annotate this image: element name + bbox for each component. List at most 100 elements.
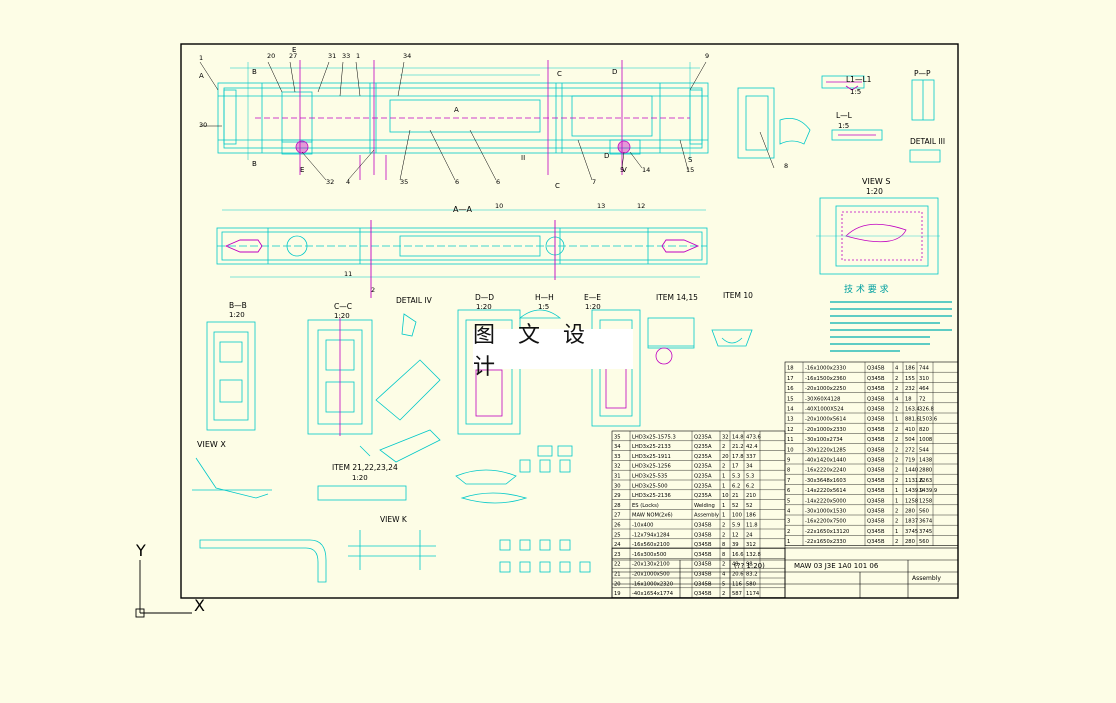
bom-cell: 280 — [905, 509, 915, 515]
view-s-scale: 1:20 — [866, 187, 883, 196]
view-s-title: VIEW S — [862, 177, 890, 186]
callout-number: 9 — [705, 52, 709, 60]
bom-cell: 12 — [732, 532, 739, 538]
bom-cell: 4 — [722, 572, 726, 578]
bom-cell: -40x1420x1440 — [805, 458, 846, 464]
bom-cell: 52 — [746, 503, 753, 509]
view-s-drawing — [816, 197, 940, 275]
section-pp — [911, 79, 935, 121]
bom-cell: 1438 — [919, 458, 932, 464]
section-bb-title: B—B — [229, 301, 247, 310]
detail-iii-title: DETAIL III — [910, 137, 945, 146]
bom-cell: Assembly — [694, 513, 719, 519]
bom-cell: 1 — [722, 503, 725, 509]
bom-cell: 16.6 — [732, 552, 744, 558]
section-mark-a-mid: A — [454, 106, 459, 114]
section-mark-e-top: E — [292, 46, 296, 54]
section-mark-d-bottom: D — [604, 152, 609, 160]
bom-cell: MAW NOM(2x6) — [632, 513, 673, 519]
bom-cell: 25 — [614, 532, 621, 538]
bom-cell: Q345B — [867, 478, 885, 484]
bom-cell: LHD3x25-500 — [632, 483, 668, 489]
bom-cell: Q235A — [694, 454, 712, 460]
bom-cell: Q345B — [867, 386, 885, 392]
bom-cell: Q345B — [694, 523, 712, 529]
bom-cell: 24 — [614, 542, 621, 548]
detail-iv-drawing — [359, 313, 441, 463]
callout-number: 34 — [403, 52, 411, 60]
bom-cell: Q345B — [867, 407, 885, 413]
bom-cell: 19 — [614, 591, 621, 597]
bom-cell: 1 — [722, 483, 725, 489]
bom-cell: LHD3x25-2136 — [632, 493, 671, 499]
bom-cell: 5 — [787, 498, 790, 504]
bom-cell: 1439.9 — [905, 488, 923, 494]
bom-cell: 6.2 — [746, 483, 754, 489]
section-bb — [206, 321, 256, 431]
bom-cell: -30x100x2734 — [805, 437, 843, 443]
bom-cell: 18 — [787, 366, 794, 372]
bom-cell: 210 — [746, 493, 756, 499]
bom-cell: 6.2 — [732, 483, 740, 489]
bom-cell: 26 — [614, 523, 621, 529]
bom-cell: 21 — [614, 572, 621, 578]
bom-cell: 560 — [919, 539, 929, 545]
item-10-drawing — [711, 329, 753, 347]
bom-cell: 744 — [919, 366, 930, 372]
view-10-detail — [737, 87, 811, 159]
bom-cell: -16x2200x7500 — [805, 519, 846, 525]
section-mark-c-bottom: C — [555, 182, 560, 190]
callout-number: 6 — [496, 178, 500, 186]
section-aa-title: A—A — [453, 205, 472, 214]
bom-cell: 34 — [614, 444, 621, 450]
bom-cell: LHD3x25-535 — [632, 474, 668, 480]
bom-cell: 10 — [722, 493, 729, 499]
bom-cell: 18 — [905, 396, 912, 402]
bom-cell: 15 — [787, 396, 794, 402]
bom-cell: 560 — [919, 509, 929, 515]
section-aa-hidden — [224, 220, 700, 298]
bom-cell: 21 — [732, 493, 739, 499]
bom-cell: 2 — [722, 523, 725, 529]
bom-cell: 232 — [905, 386, 915, 392]
view-x-drawing — [192, 457, 272, 499]
item-14-15-drawing — [647, 317, 695, 365]
bom-cell: 310 — [919, 376, 929, 382]
section-mark-s: S — [688, 156, 693, 164]
bom-cell: Q345B — [867, 498, 885, 504]
section-ee-scale: 1:20 — [585, 303, 601, 311]
bom-cell: 83.2 — [746, 572, 758, 578]
bom-cell: -30x3648x1603 — [805, 478, 846, 484]
bom-cell: 2880 — [919, 468, 932, 474]
bom-cell: 17 — [787, 376, 794, 382]
section-hh — [518, 309, 562, 319]
bom-cell: Q345B — [694, 542, 712, 548]
technical-requirements-lines — [830, 301, 952, 352]
detail-iii-view — [909, 149, 941, 163]
section-mark-b-bottom: B — [252, 160, 257, 168]
bom-cell: 32 — [614, 464, 621, 470]
bom-cell: -22x1650x13120 — [805, 529, 849, 535]
item-10-title: ITEM 10 — [723, 291, 753, 300]
bom-cell: 4 — [895, 366, 899, 372]
section-dd-title: D—D — [475, 293, 494, 302]
callout-number: 12 — [637, 202, 645, 210]
bom-cell: -16x2220x2240 — [805, 468, 846, 474]
bom-cell: 1 — [895, 498, 898, 504]
bom-cell: -16x300x500 — [632, 552, 666, 558]
bom-cell: 24 — [746, 532, 753, 538]
section-dd — [457, 309, 521, 435]
bom-cell: 410 — [905, 427, 915, 433]
watermark-box: 图 文 设 计 — [473, 323, 633, 380]
callout-number: 15 — [686, 166, 694, 174]
section-cc — [307, 318, 373, 436]
callout-number: 8 — [784, 162, 788, 170]
section-mark-b-top: B — [252, 68, 257, 76]
bom-cell: 33 — [614, 454, 621, 460]
callout-number: 10 — [495, 202, 503, 210]
bom-cell: Q345B — [867, 529, 885, 535]
